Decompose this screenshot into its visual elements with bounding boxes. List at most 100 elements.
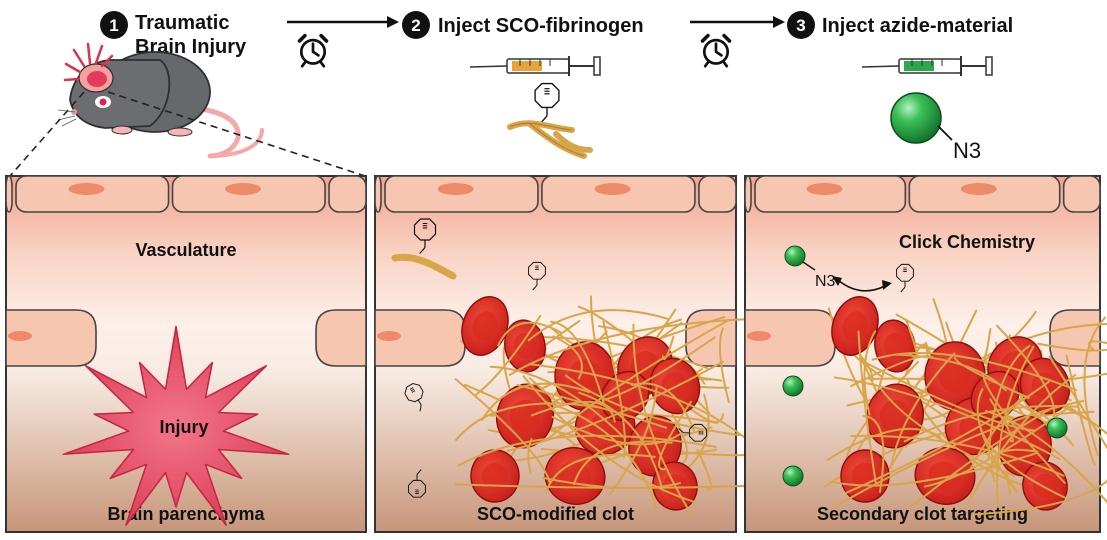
- fibrin-strand: [661, 335, 675, 361]
- cell-nucleus: [377, 331, 401, 341]
- azide-linker: [802, 261, 816, 271]
- cell-nucleus: [8, 331, 32, 341]
- zoom-line-left: [9, 91, 85, 177]
- fibrin-strand: [953, 356, 1030, 399]
- red-blood-cell-center: [938, 359, 972, 393]
- zoom-line-right: [107, 91, 366, 177]
- cell-nucleus: [747, 331, 771, 341]
- fibrinogen-strand: [391, 253, 457, 280]
- fibrin-strand: [552, 335, 583, 380]
- endothelial-cell: [5, 175, 13, 213]
- azide-label: N3: [815, 273, 836, 290]
- endothelial-cell: [698, 175, 737, 213]
- red-blood-cell-center: [842, 311, 868, 341]
- fibrin-strand: [871, 352, 1078, 391]
- fibrin-strand: [696, 448, 713, 491]
- fibrin-strand: [1083, 316, 1106, 457]
- fibrin-strand: [856, 357, 1037, 432]
- panel-2: SCO-modified clot: [374, 175, 756, 533]
- step-3-badge: [787, 11, 815, 39]
- fibrin-strand: [489, 365, 626, 440]
- azide-particle: [1046, 417, 1068, 439]
- endothelial-cell-row: [5, 175, 367, 213]
- red-blood-cell-center: [472, 311, 498, 341]
- endothelial-cell-row: [374, 175, 737, 213]
- endothelial-cell: [328, 175, 367, 213]
- vessel-wall-cell-left: [5, 309, 97, 367]
- fibrin-strand: [832, 400, 1085, 509]
- fibrin-strand: [545, 453, 656, 494]
- vessel-wall-cell-right: [685, 309, 737, 367]
- fibrin-strand: [850, 434, 1065, 477]
- panel-3: Secondary clot targeting Click ChemistryN…: [744, 175, 1107, 533]
- red-blood-cell-center: [879, 400, 911, 432]
- vasculature-label: Vasculature: [135, 240, 236, 260]
- step-2-label: Inject SCO-fibrinogen: [438, 15, 644, 37]
- fibrin-strand: [862, 415, 885, 493]
- fibrin-strand: [602, 320, 626, 459]
- red-blood-cell-center: [568, 359, 602, 393]
- fibrin-strand: [860, 356, 874, 382]
- fibrin-strand: [528, 363, 750, 442]
- cell-nucleus: [224, 183, 261, 195]
- click-arrowhead-right: [882, 280, 892, 290]
- red-blood-cell-center: [851, 463, 879, 489]
- fibrin-strand: [527, 309, 669, 342]
- fibrin-strand: [546, 318, 731, 441]
- fibrin-strand: [973, 479, 1107, 516]
- blood-clot: [824, 296, 1107, 516]
- vessel-wall-cell-right: [315, 309, 367, 367]
- step-1-number: 1: [109, 16, 118, 35]
- sco-molecule: [534, 82, 560, 124]
- fibrin-strand: [565, 374, 741, 437]
- azide-particle: [782, 375, 804, 397]
- azide-particle: [784, 245, 806, 267]
- fibrin-strand: [454, 378, 551, 483]
- endothelial-cell: [1062, 175, 1101, 213]
- fibrin-strand: [508, 317, 756, 376]
- red-blood-cell-center: [509, 400, 541, 432]
- azide-particle-label: N3: [953, 138, 981, 163]
- fibrin-strand: [830, 452, 1037, 487]
- red-blood-cell-center: [1032, 473, 1058, 499]
- fibrin-strand: [845, 380, 1051, 494]
- fibrin-strand: [996, 324, 1056, 419]
- alarm-clock-icon: [297, 33, 329, 68]
- blood-clot: [454, 295, 756, 516]
- syringe-icon: [469, 56, 601, 76]
- click-chemistry-label: Click Chemistry: [899, 232, 1035, 252]
- panel-caption: Secondary clot targeting: [817, 504, 1028, 524]
- click-arrowhead-left: [832, 276, 842, 286]
- red-blood-cell-center: [481, 463, 509, 489]
- fibrin-strand: [1037, 342, 1107, 352]
- syringe-icon: [861, 56, 993, 76]
- mouse-icon: [57, 42, 264, 159]
- arrow-icon: [287, 16, 399, 28]
- step-3-label: Inject azide-material: [822, 15, 1013, 37]
- fibrin-strand: [602, 336, 716, 401]
- fibrin-strand: [863, 330, 877, 416]
- fibrin-strand: [516, 384, 668, 429]
- fibrinogen-strand: [507, 120, 593, 159]
- step-1-label-line1: Traumatic: [135, 12, 229, 34]
- fibrin-strand: [474, 315, 542, 397]
- step-2-header: 2 Inject SCO-fibrinogen: [402, 11, 644, 39]
- step-1-badge: [100, 11, 128, 39]
- fibrin-strand: [457, 434, 717, 467]
- fibrin-strand: [455, 402, 603, 441]
- cell-nucleus: [960, 183, 997, 195]
- cell-nucleus: [806, 183, 843, 195]
- fibrin-strand: [987, 344, 1031, 459]
- click-arrow: [837, 279, 886, 292]
- panel-caption: Brain parenchyma: [107, 504, 265, 524]
- fibrin-strand: [826, 427, 942, 461]
- endothelial-cell: [744, 175, 752, 213]
- fibrin-strand: [657, 400, 692, 471]
- cell-nucleus: [594, 183, 631, 195]
- arrow-icon: [690, 16, 785, 28]
- fibrin-strand: [542, 476, 682, 490]
- fibrin-strand: [1065, 354, 1096, 466]
- injury-label: Injury: [159, 417, 208, 437]
